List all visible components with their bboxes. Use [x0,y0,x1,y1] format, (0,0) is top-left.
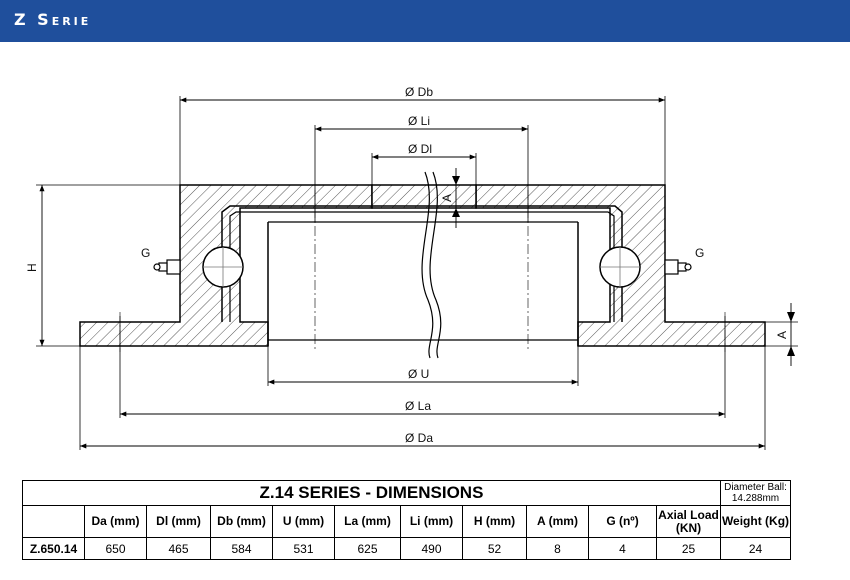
label-la: Ø La [405,399,431,413]
value-cell: 8 [526,537,589,560]
grease-nipple-right [664,259,692,275]
dimensions-table: Z.14 SERIES - DIMENSIONS Diameter Ball: … [22,480,791,560]
inner-ring-top [371,184,477,209]
header-cell: Da (mm) [84,505,147,538]
header-cell: G (nº) [588,505,657,538]
ball-diameter-note: Diameter Ball: 14.288mm [720,480,791,506]
header-cell: La (mm) [334,505,401,538]
label-a-top: A [440,194,454,202]
label-dl: Ø Dl [408,142,432,156]
table-row: Z.650.14 650 465 584 531 625 490 52 8 4 … [22,537,791,560]
page-title: Z Serie [14,10,92,29]
header-cell: A (mm) [526,505,589,538]
page-header: Z Serie [0,0,850,42]
inner-gap [221,205,623,322]
value-cell: 4 [588,537,657,560]
header-cell: U (mm) [272,505,335,538]
grease-nipple-left [153,259,181,275]
label-li: Ø Li [408,114,430,128]
label-g-left: G [141,246,150,260]
label-h: H [25,263,39,272]
label-da: Ø Da [405,431,433,445]
value-cell: 25 [656,537,721,560]
label-g-right: G [695,246,704,260]
header-cell: Weight (Kg) [720,505,791,538]
header-blank [22,505,85,538]
table-title: Z.14 SERIES - DIMENSIONS [22,480,721,506]
value-cell: 625 [334,537,401,560]
header-cell: Dl (mm) [146,505,211,538]
table-header-row: Da (mm) Dl (mm) Db (mm) U (mm) La (mm) L… [22,505,791,538]
ball-left [202,246,244,288]
ball-right [599,246,641,288]
header-cell: Axial Load (KN) [656,505,721,538]
label-a-right: A [775,331,789,339]
header-cell: Li (mm) [400,505,463,538]
value-cell: 531 [272,537,335,560]
model-cell: Z.650.14 [22,537,85,560]
value-cell: 24 [720,537,791,560]
label-db: Ø Db [405,85,433,99]
label-u: Ø U [408,367,429,381]
value-cell: 490 [400,537,463,560]
value-cell: 465 [146,537,211,560]
value-cell: 650 [84,537,147,560]
header-cell: H (mm) [462,505,527,538]
header-cell: Db (mm) [210,505,273,538]
value-cell: 584 [210,537,273,560]
technical-drawing: Ø Db Ø Li Ø Dl Ø U Ø La Ø Da H A A G G [25,85,798,450]
value-cell: 52 [462,537,527,560]
